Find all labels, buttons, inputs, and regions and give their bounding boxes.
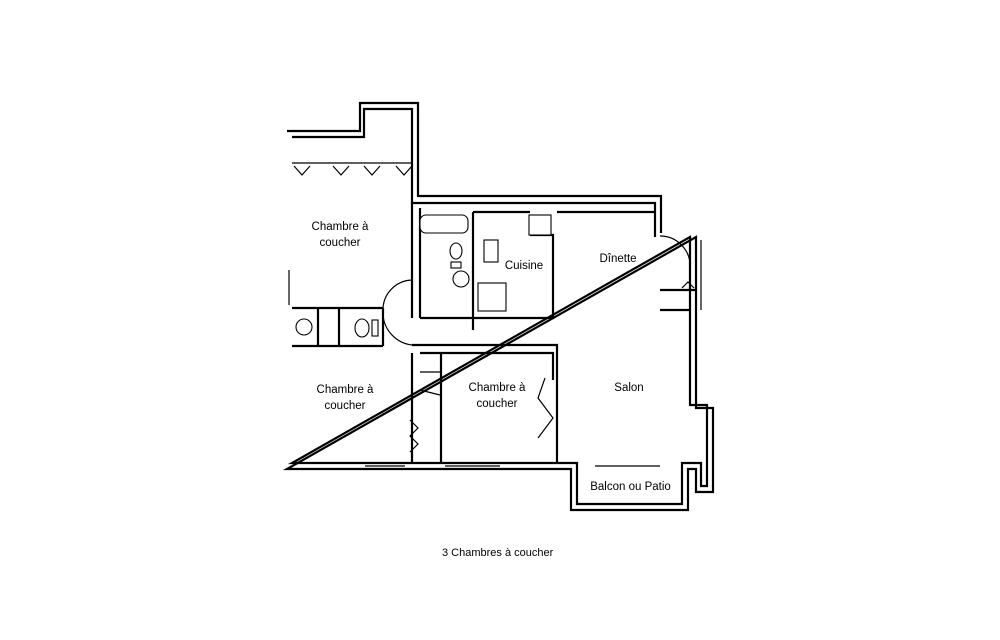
- wall-entry: [660, 288, 696, 312]
- wall-bath1: [292, 306, 385, 348]
- exterior-wall-inner: [287, 107, 709, 506]
- plan-caption: 3 Chambres à coucher: [442, 547, 554, 559]
- exterior-wall-outer: [282, 101, 715, 512]
- toilet: [449, 242, 463, 260]
- sink: [452, 270, 470, 288]
- wall-bedroom-center: [410, 343, 559, 463]
- kitchen-sink: [483, 239, 499, 263]
- toilet-tank: [450, 261, 462, 269]
- closet-door-center: [419, 371, 441, 396]
- fridge: [477, 282, 507, 312]
- room-label-balcony: Balcon ou Patio: [590, 481, 671, 493]
- room-label-dining: Dînette: [599, 253, 637, 265]
- room-label-kitchen: Cuisine: [504, 260, 544, 272]
- door-swing-hall: [382, 279, 413, 346]
- entry-mark: [681, 281, 695, 289]
- closet-bifold-center: [537, 377, 554, 439]
- room-label-living: Salon: [614, 382, 644, 394]
- wall-bath1-split: [316, 308, 341, 346]
- closet-doors: [293, 165, 413, 176]
- stove: [528, 214, 552, 236]
- bathtub: [419, 214, 469, 234]
- room-label-bedroom-top: Chambre à coucher: [311, 221, 369, 249]
- room-label-bedroom-center: Chambre à coucher: [468, 382, 526, 410]
- toilet-tank: [371, 319, 379, 337]
- toilet: [354, 318, 370, 338]
- door-swing-entry: [659, 235, 691, 269]
- room-label-bedroom-mid: Chambre à coucher: [316, 384, 374, 412]
- closet-bifold-hall: [409, 419, 419, 453]
- sink: [295, 318, 313, 336]
